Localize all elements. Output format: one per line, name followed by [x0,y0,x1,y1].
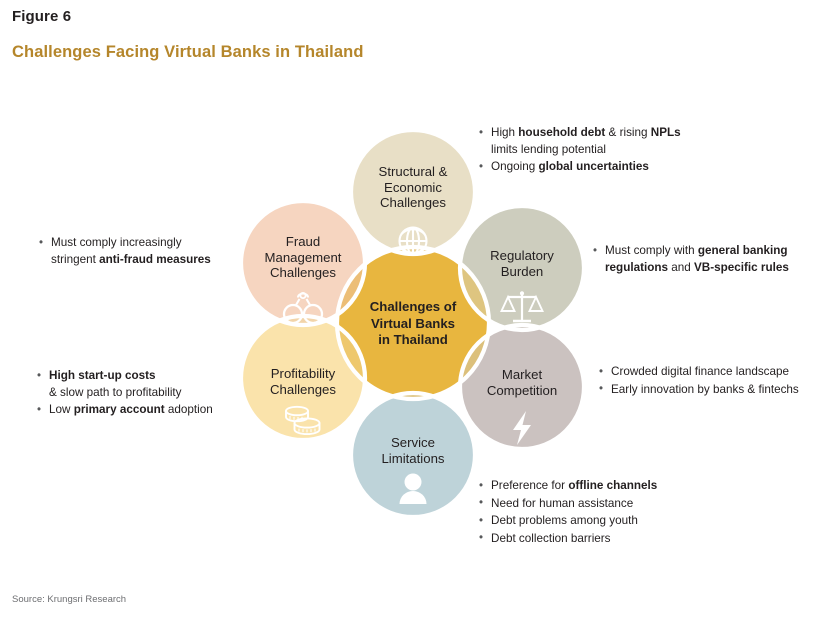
petal-regulatory-circle [460,206,584,330]
center-circle [337,247,489,399]
callout-structural: High household debt & rising NPLslimits … [478,124,828,177]
callout-service-limitations: Preference for offline channelsNeed for … [478,478,738,548]
callout-bullet: Must comply with general bankingregulati… [592,242,840,276]
callout-bullet: High household debt & rising NPLslimits … [478,124,828,158]
callout-profitability-list: High start-up costs& slow path to profit… [36,367,252,419]
globe-icon [398,226,428,256]
callout-market-competition: Crowded digital finance landscapeEarly i… [598,364,840,399]
coins-icon [285,405,321,436]
petal-profitability-circle [241,316,365,440]
flower-diagram: Structural & Economic Challenges Fraud M… [236,128,596,528]
petal-structural-circle [351,130,475,254]
petal-service-circle [351,393,475,517]
callout-bullet: Debt collection barriers [478,530,738,548]
petal-market-circle [460,325,584,449]
scales-icon [500,291,544,323]
callout-profitability: High start-up costs& slow path to profit… [36,367,252,420]
petal-shapes [241,130,584,517]
callout-regulatory-list: Must comply with general bankingregulati… [592,242,840,276]
petal-fraud-circle [241,201,365,325]
callout-bullet: Need for human assistance [478,495,738,513]
callout-bullet: Ongoing global uncertainties [478,159,828,176]
callout-bullet: Debt problems among youth [478,513,738,530]
callout-market-list: Crowded digital finance landscapeEarly i… [598,364,840,398]
figure-number: Figure 6 [12,8,72,25]
source-note: Source: Krungsri Research [12,594,127,605]
callout-bullet: High start-up costs& slow path to profit… [36,367,252,401]
lightning-bolt-icon [513,411,531,445]
person-icon [399,473,427,504]
callout-bullet: Preference for offline channels [478,478,738,495]
callout-bullet: Low primary account adoption [36,402,252,419]
center-label: Challenges of Virtual Banks in Thailand [369,299,457,347]
callout-bullet: Early innovation by banks & fintechs [598,381,840,399]
handcuffs-icon [282,291,324,325]
figure-title: Challenges Facing Virtual Banks in Thail… [12,43,364,61]
callout-service-list: Preference for offline channelsNeed for … [478,478,738,547]
callout-structural-list: High household debt & rising NPLslimits … [478,124,828,176]
callout-bullet: Crowded digital finance landscape [598,364,840,381]
callout-regulatory: Must comply with general bankingregulati… [592,242,840,277]
